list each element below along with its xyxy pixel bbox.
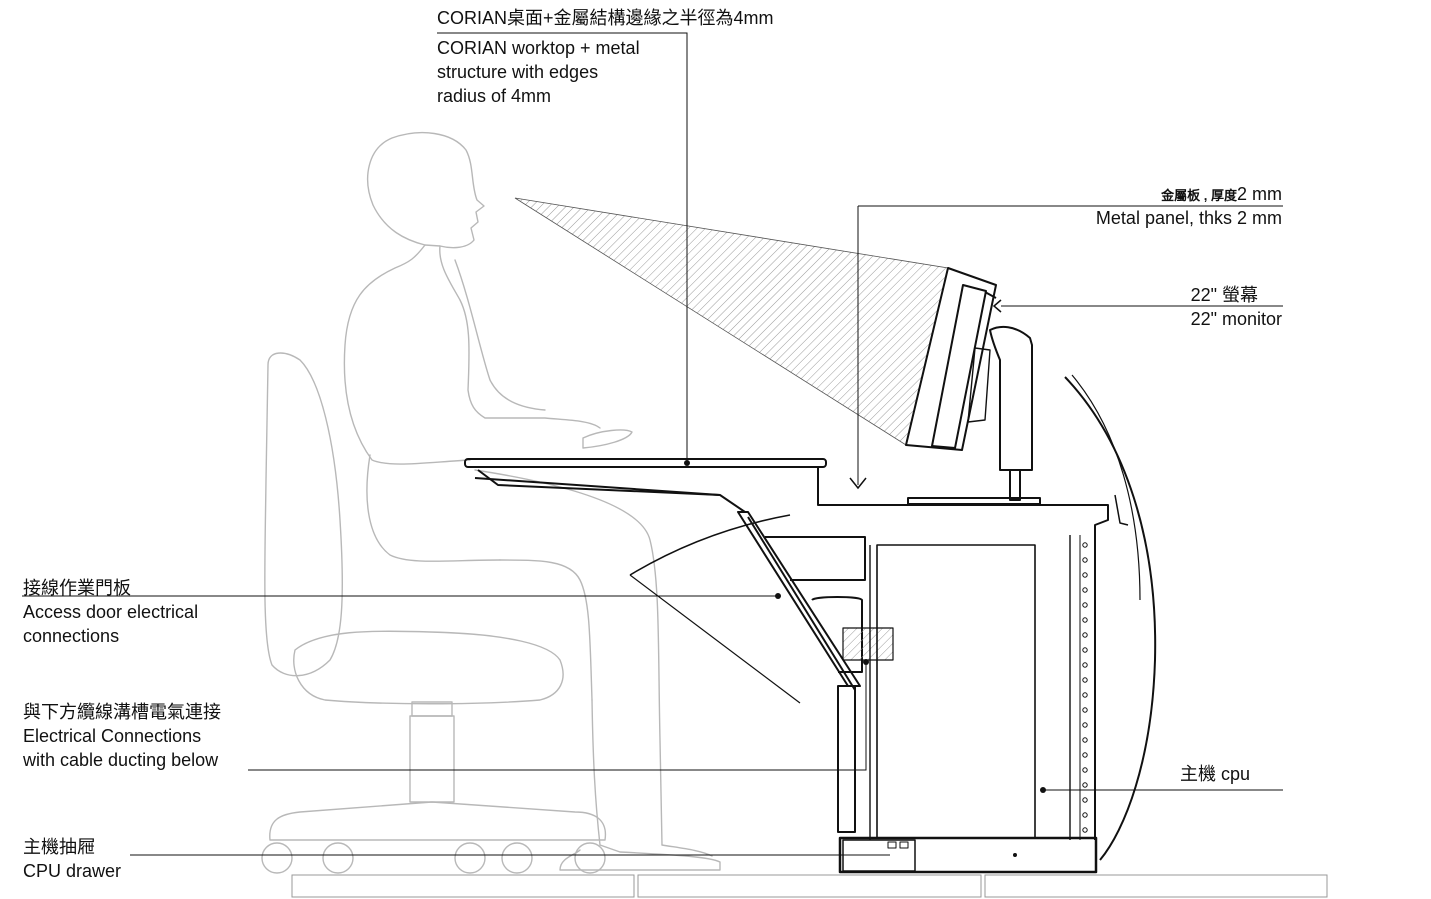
rack-hole	[1082, 812, 1088, 818]
electrical-label: 與下方纜線溝槽電氣連接 Electrical Connections with …	[23, 700, 221, 772]
access-door-label-en1: Access door electrical	[23, 602, 199, 622]
worktop-label-en-line1: CORIAN worktop + metal	[437, 38, 640, 58]
rack-hole	[1082, 692, 1088, 698]
worktop-label-en-line3: radius of 4mm	[437, 86, 552, 106]
workstation-desk	[464, 374, 1157, 874]
rack-hole	[1082, 722, 1088, 728]
rack-hole	[1082, 557, 1088, 563]
office-chair	[261, 352, 607, 874]
electrical-label-en1: Electrical Connections	[23, 726, 202, 746]
rack-hole	[1082, 797, 1088, 803]
metal-panel-zh-value: 2 mm	[1237, 184, 1282, 204]
leader-dots	[684, 460, 1046, 857]
rack-rail-holes	[1082, 542, 1088, 833]
electrical-label-zh: 與下方纜線溝槽電氣連接	[23, 702, 221, 722]
worktop-label-en-line2: structure with edges	[437, 62, 599, 82]
metal-panel-label-zh: 金屬板 , 厚度2 mm	[1161, 182, 1282, 208]
floor	[291, 874, 1328, 898]
monitor-22in	[905, 267, 1041, 505]
cpu-drawer-label-en: CPU drawer	[23, 861, 122, 881]
cpu-drawer-label-zh: 主機抽屜	[23, 837, 95, 857]
cpu-drawer-label: 主機抽屜 CPU drawer	[23, 835, 121, 883]
rack-hole	[1082, 662, 1088, 668]
worktop-label-zh: CORIAN桌面+金屬結構邊緣之半徑為4mm	[437, 8, 774, 28]
metal-panel-label-en: Metal panel, thks 2 mm	[1095, 208, 1282, 228]
monitor-label-zh: 22" 螢幕	[1190, 285, 1258, 305]
rack-hole	[1082, 542, 1088, 548]
rack-hole	[1082, 632, 1088, 638]
electrical-label-en2: with cable ducting below	[23, 750, 219, 770]
access-door-label: 接線作業門板 Access door electrical connection…	[23, 576, 198, 648]
rack-hole	[1082, 737, 1088, 743]
worktop-label-en: CORIAN worktop + metal structure with ed…	[437, 36, 640, 108]
leader-lines	[22, 32, 1283, 856]
rack-hole	[1082, 767, 1088, 773]
rack-hole	[1082, 587, 1088, 593]
access-door-label-zh: 接線作業門板	[23, 578, 131, 598]
rack-hole	[1082, 602, 1088, 608]
rack-hole	[1082, 572, 1088, 578]
rack-hole	[1082, 707, 1088, 713]
rack-hole	[1082, 617, 1088, 623]
cpu-label: 主機 cpu	[1180, 764, 1251, 784]
corian-worktop	[464, 458, 827, 468]
access-door-label-en2: connections	[23, 626, 120, 646]
metal-panel-zh-text: 金屬板 , 厚度	[1161, 188, 1237, 203]
rack-hole	[1082, 677, 1088, 683]
rack-hole	[1082, 752, 1088, 758]
monitor-label-en: 22" monitor	[1190, 309, 1282, 329]
rack-hole	[1082, 647, 1088, 653]
sight-cone	[514, 197, 949, 446]
rack-hole	[1082, 782, 1088, 788]
rack-hole	[1082, 827, 1088, 833]
